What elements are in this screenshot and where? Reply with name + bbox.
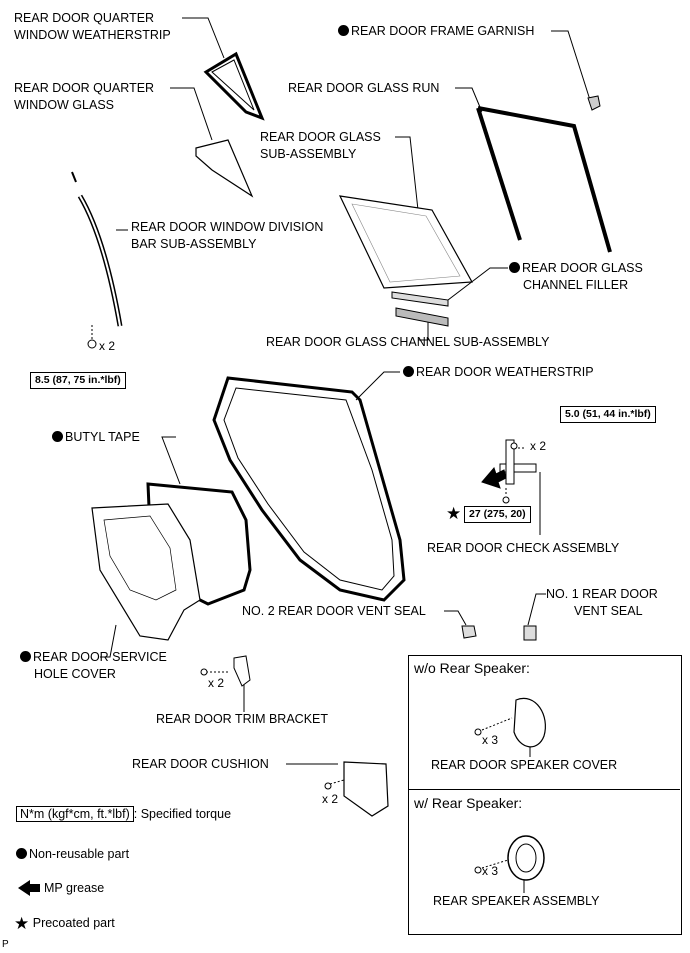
label-vent-seal-2: NO. 2 REAR DOOR VENT SEAL xyxy=(242,604,426,618)
label-service-hole-cover: REAR DOOR SERVICE HOLE COVER xyxy=(20,649,167,683)
speaker-options-box xyxy=(408,655,682,935)
label-check-assy: REAR DOOR CHECK ASSEMBLY xyxy=(427,541,620,555)
leader-glass-subassy xyxy=(395,136,419,211)
legend-nonreusable: Non-reusable part xyxy=(16,847,129,861)
leader-butyl-tape xyxy=(161,436,181,485)
mp-grease-arrow xyxy=(481,467,507,489)
cushion-part xyxy=(324,761,389,817)
nonreusable-mark xyxy=(509,262,520,273)
torque-check-upper: 5.0 (51, 44 in.*lbf) xyxy=(560,406,656,423)
service-hole-cover-part xyxy=(91,503,201,641)
legend-torque: N*m (kgf*cm, ft.*lbf): Specified torque xyxy=(16,806,231,822)
leader-service-hole-cover xyxy=(100,624,117,658)
leader-quarter-glass xyxy=(170,87,213,141)
trim-bracket-part xyxy=(200,655,251,687)
label-weatherstrip: REAR DOOR WEATHERSTRIP xyxy=(403,364,594,381)
leader-vent-seal-2 xyxy=(444,610,467,626)
division-bar-part xyxy=(71,171,123,349)
corner-mark: P xyxy=(2,939,9,950)
label-channel-filler: REAR DOOR GLASS CHANNEL FILLER xyxy=(509,260,643,294)
nonreusable-mark xyxy=(338,25,349,36)
leader-channel-filler xyxy=(447,267,508,301)
star-icon: ★ xyxy=(14,914,30,933)
label-cushion: REAR DOOR CUSHION xyxy=(132,757,269,771)
leader-weatherstrip xyxy=(355,371,400,401)
quarter-weatherstrip-part xyxy=(203,51,265,121)
precoated-mark-check: ★ xyxy=(446,504,462,523)
legend-mp-arrow xyxy=(18,880,40,896)
glass-subassy-part xyxy=(338,195,473,289)
leader-vent-seal-1 xyxy=(527,593,546,626)
qty-bracket-screws: x 2 xyxy=(208,676,225,690)
quarter-glass-part xyxy=(195,139,254,198)
speaker-cover-part xyxy=(474,697,546,748)
label-speaker-assy: REAR SPEAKER ASSEMBLY xyxy=(433,894,600,908)
label-trim-bracket: REAR DOOR TRIM BRACKET xyxy=(156,712,329,726)
qty-division-bar-screw: x 2 xyxy=(99,339,116,353)
legend-mp-grease: MP grease xyxy=(44,881,105,895)
nonreusable-mark xyxy=(20,651,31,662)
nonreusable-mark xyxy=(16,848,27,859)
legend-torque-key: N*m (kgf*cm, ft.*lbf) xyxy=(16,806,134,822)
weatherstrip-part xyxy=(212,376,406,602)
channel-filler-part xyxy=(391,291,449,307)
label-glass-run: REAR DOOR GLASS RUN xyxy=(288,81,440,95)
legend-precoated: ★ Precoated part xyxy=(14,914,115,933)
nonreusable-mark xyxy=(52,431,63,442)
speaker-assy-part xyxy=(474,835,545,881)
leader-glass-run xyxy=(455,87,483,113)
label-channel-subassy: REAR DOOR GLASS CHANNEL SUB-ASSEMBLY xyxy=(266,335,550,349)
channel-subassy-part xyxy=(395,307,449,327)
label-speaker-cover: REAR DOOR SPEAKER COVER xyxy=(431,758,618,772)
leader-quarter-weatherstrip xyxy=(182,17,225,59)
leader-channel-subassy xyxy=(418,318,429,341)
qty-check-screws: x 2 xyxy=(530,439,547,453)
torque-check-lower: 27 (275, 20) xyxy=(464,506,531,523)
frame-garnish-part xyxy=(587,95,601,111)
speaker-options-divider xyxy=(408,789,680,790)
qty-speaker-cover-screws: x 3 xyxy=(482,733,499,747)
vent-seal-1-part xyxy=(523,625,537,641)
qty-cushion-screws: x 2 xyxy=(322,792,339,806)
label-butyl-tape: BUTYL TAPE xyxy=(52,429,140,446)
check-assy-part xyxy=(499,439,537,504)
qty-speaker-screws: x 3 xyxy=(482,864,499,878)
panel-title-without-speaker: w/o Rear Speaker: xyxy=(414,660,530,676)
torque-division-bar: 8.5 (87, 75 in.*lbf) xyxy=(30,372,126,389)
vent-seal-2-part xyxy=(461,625,477,639)
leader-frame-garnish xyxy=(551,30,591,101)
nonreusable-mark xyxy=(403,366,414,377)
panel-title-with-speaker: w/ Rear Speaker: xyxy=(414,795,523,811)
label-frame-garnish: REAR DOOR FRAME GARNISH xyxy=(338,23,534,40)
glass-run-part xyxy=(476,106,612,253)
